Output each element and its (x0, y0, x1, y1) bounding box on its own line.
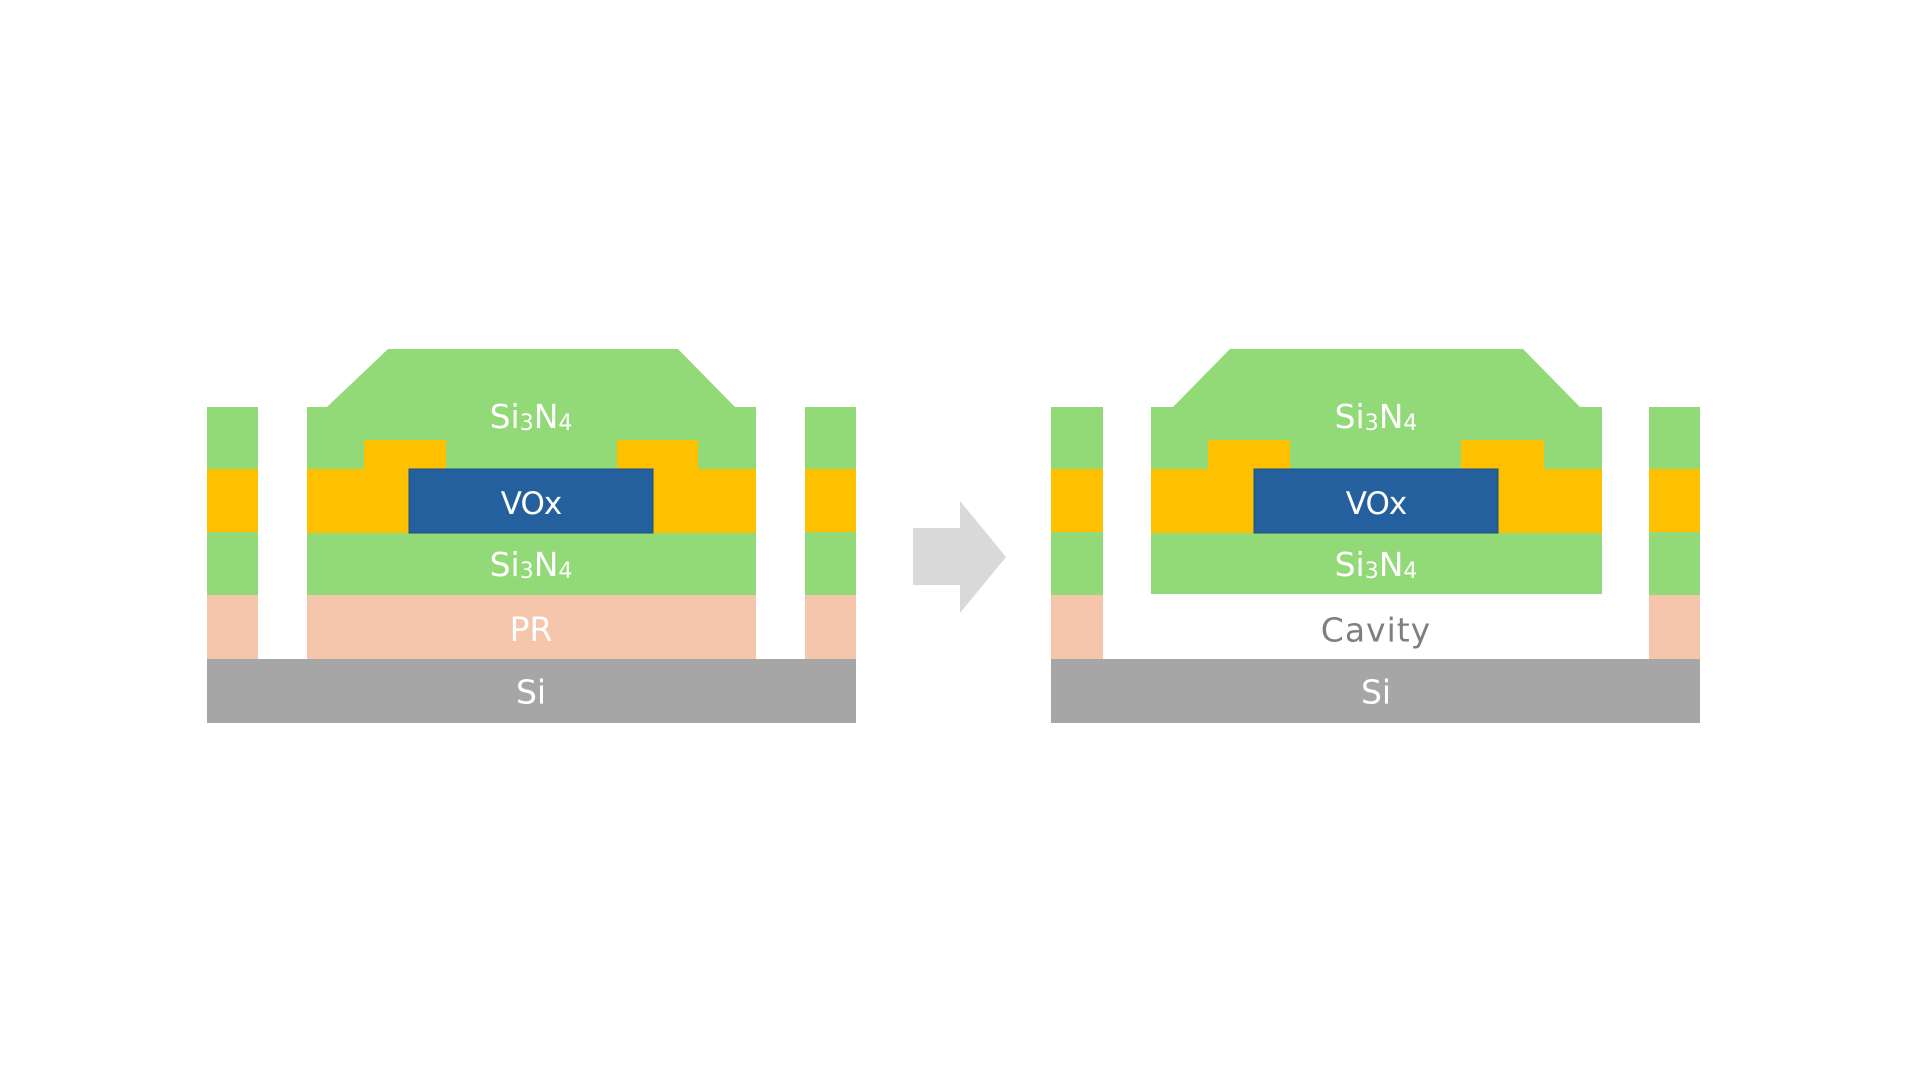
bottom-si3n4-label: Si3N4 (490, 545, 573, 584)
vox-layer (1253, 468, 1499, 534)
vox-layer (408, 468, 654, 534)
electrode-contact-right (1461, 440, 1544, 470)
pr-side-left (1051, 595, 1103, 659)
top-si3n4-label: Si3N4 (490, 397, 573, 436)
electrode-pad-left (1051, 469, 1103, 532)
vox-label: VOx (501, 486, 562, 522)
vox-label: VOx (1346, 486, 1407, 522)
top-si3n4-layer (1151, 349, 1602, 470)
nitride-pad-left-upper (1051, 407, 1103, 469)
electrode-contact-left (364, 440, 446, 470)
pr-side-left (207, 595, 258, 659)
nitride-pad-left-upper (207, 407, 258, 469)
nitride-pad-right-lower (805, 532, 856, 595)
nitride-pad-right-upper (1649, 407, 1700, 469)
pr-side-right (805, 595, 856, 659)
electrode-contact-right (617, 440, 698, 470)
bottom-si3n4-layer (1151, 532, 1602, 594)
cavity-label: Cavity (1321, 611, 1431, 650)
nitride-pad-right-upper (805, 407, 856, 469)
before-release-structure: Si3N4 VOx Si3N4 PR Si (207, 349, 856, 723)
electrode-pad-right (805, 469, 856, 532)
pr-layer (307, 595, 756, 659)
right-arrow-icon (913, 501, 1006, 613)
after-release-structure: Si3N4 VOx Si3N4 Cavity Si (1051, 349, 1700, 723)
pr-side-right (1649, 595, 1700, 659)
si-substrate-label: Si (516, 673, 546, 712)
nitride-pad-right-lower (1649, 532, 1700, 595)
bottom-si3n4-label: Si3N4 (1335, 545, 1418, 584)
bottom-si3n4-layer (307, 532, 756, 595)
electrode-pad-left (207, 469, 258, 532)
electrode-contact-left (1208, 440, 1290, 470)
top-si3n4-label: Si3N4 (1335, 397, 1418, 436)
pr-label: PR (510, 610, 553, 649)
si-substrate (1051, 659, 1700, 723)
si-substrate-label: Si (1361, 673, 1391, 712)
nitride-pad-left-lower (1051, 532, 1103, 595)
electrode-pad-right (1649, 469, 1700, 532)
si-substrate (207, 659, 856, 723)
nitride-pad-left-lower (207, 532, 258, 595)
top-si3n4-layer (307, 349, 756, 470)
